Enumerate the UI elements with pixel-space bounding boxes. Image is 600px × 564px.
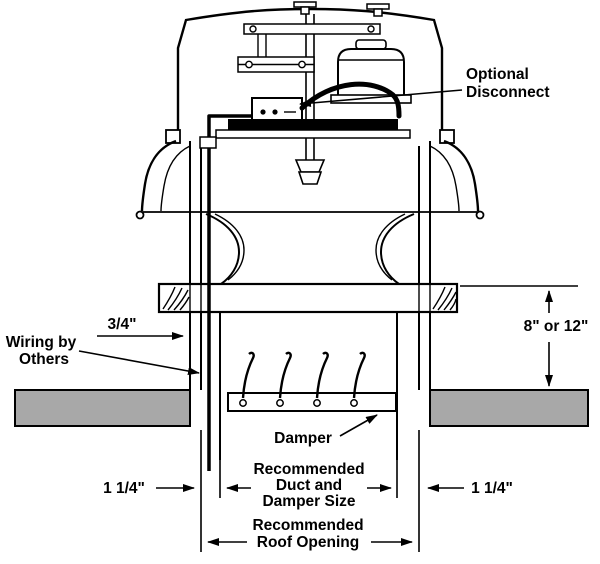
roof-slab-right <box>429 389 589 427</box>
conduit-cable <box>299 81 402 119</box>
drive-pulley-upper <box>294 159 326 173</box>
dimensions <box>78 89 578 552</box>
labels: Optional Disconnect Wiring by Others 3/4… <box>6 66 589 551</box>
mounting-plate-black <box>228 119 398 130</box>
venturi-left-outer <box>205 213 241 285</box>
drive-pulley-lower <box>297 171 323 185</box>
leader-wiring <box>78 350 200 375</box>
windband-roll-right <box>475 210 485 220</box>
windband-right-outer <box>443 139 480 212</box>
damper-pivot <box>239 399 247 407</box>
damper-frame <box>227 392 397 412</box>
roof-structure <box>14 389 589 427</box>
wood-grain-stroke <box>432 286 446 310</box>
bracket-bolt <box>298 60 306 69</box>
leader-damper <box>339 414 378 437</box>
support-bar-bolt <box>367 25 375 33</box>
venturi-left-inner <box>214 213 245 281</box>
damper-blade <box>278 351 292 399</box>
damper-pivot <box>276 399 284 407</box>
duct-damper-size-label: Damper Size <box>262 493 355 510</box>
lifting-lug-left-stem <box>300 6 310 15</box>
support-bar-bolt <box>249 25 257 33</box>
duct-damper-size-label: Duct and <box>276 477 342 494</box>
field-wiring <box>207 114 252 471</box>
curb-cap-board <box>157 282 459 314</box>
disconnect-knob <box>260 109 266 115</box>
roof-opening-label: Roof Opening <box>257 534 359 551</box>
wiring-by-others-label: Wiring by <box>6 334 77 351</box>
damper-pivot <box>350 399 358 407</box>
wood-grain-stroke <box>437 287 453 311</box>
wood-grain-stroke <box>443 291 457 311</box>
duct-damper-size-label: Recommended <box>253 461 364 478</box>
windband-left-inner <box>160 145 191 212</box>
bracket-bolt <box>245 60 253 69</box>
hood-outline <box>176 7 444 131</box>
optional-disconnect-label: Disconnect <box>466 84 550 101</box>
damper-pivot <box>313 399 321 407</box>
motor-assembly <box>215 14 412 185</box>
dim-curb-height-label: 8" or 12" <box>524 318 589 335</box>
disconnect-knob <box>272 109 278 115</box>
motor-body <box>337 48 405 97</box>
damper-blade <box>352 351 366 399</box>
motor-base <box>330 94 412 104</box>
damper-blade <box>315 351 329 399</box>
duct-damper <box>219 312 398 460</box>
venturi-right-inner <box>375 213 406 281</box>
curb <box>157 282 459 390</box>
damper-blade <box>241 351 255 399</box>
wood-grain-right <box>432 286 457 311</box>
windband-left-outer <box>140 139 177 212</box>
wood-grain-stroke <box>167 287 183 311</box>
roof-slab-left <box>14 389 191 427</box>
windband-right-inner <box>429 145 460 212</box>
dim-curb-offset-label: 3/4" <box>108 316 137 333</box>
roof-opening-label: Recommended <box>252 517 363 534</box>
wood-grain-stroke <box>173 289 189 311</box>
venturi-right-outer <box>379 213 415 285</box>
fan-housing <box>135 1 485 285</box>
windband-roll-left <box>135 210 145 220</box>
wiring <box>199 114 252 471</box>
mounting-plate <box>215 129 411 139</box>
dim-right-margin-label: 1 1/4" <box>471 480 513 497</box>
leader-optional-disconnect <box>299 89 463 108</box>
optional-disconnect-label: Optional <box>466 66 529 83</box>
wood-grain-stroke <box>162 286 176 310</box>
wiring-by-others-label: Others <box>19 351 69 368</box>
wiring-junction <box>199 136 217 149</box>
damper-label: Damper <box>274 430 332 447</box>
wood-grain-stroke <box>179 296 190 311</box>
dim-left-margin-label: 1 1/4" <box>103 480 145 497</box>
lifting-lug-right-stem <box>373 8 383 17</box>
support-bar <box>243 23 381 35</box>
wood-grain-stroke <box>449 298 457 311</box>
wood-grain-left <box>162 286 190 311</box>
motor-cap <box>355 39 387 50</box>
